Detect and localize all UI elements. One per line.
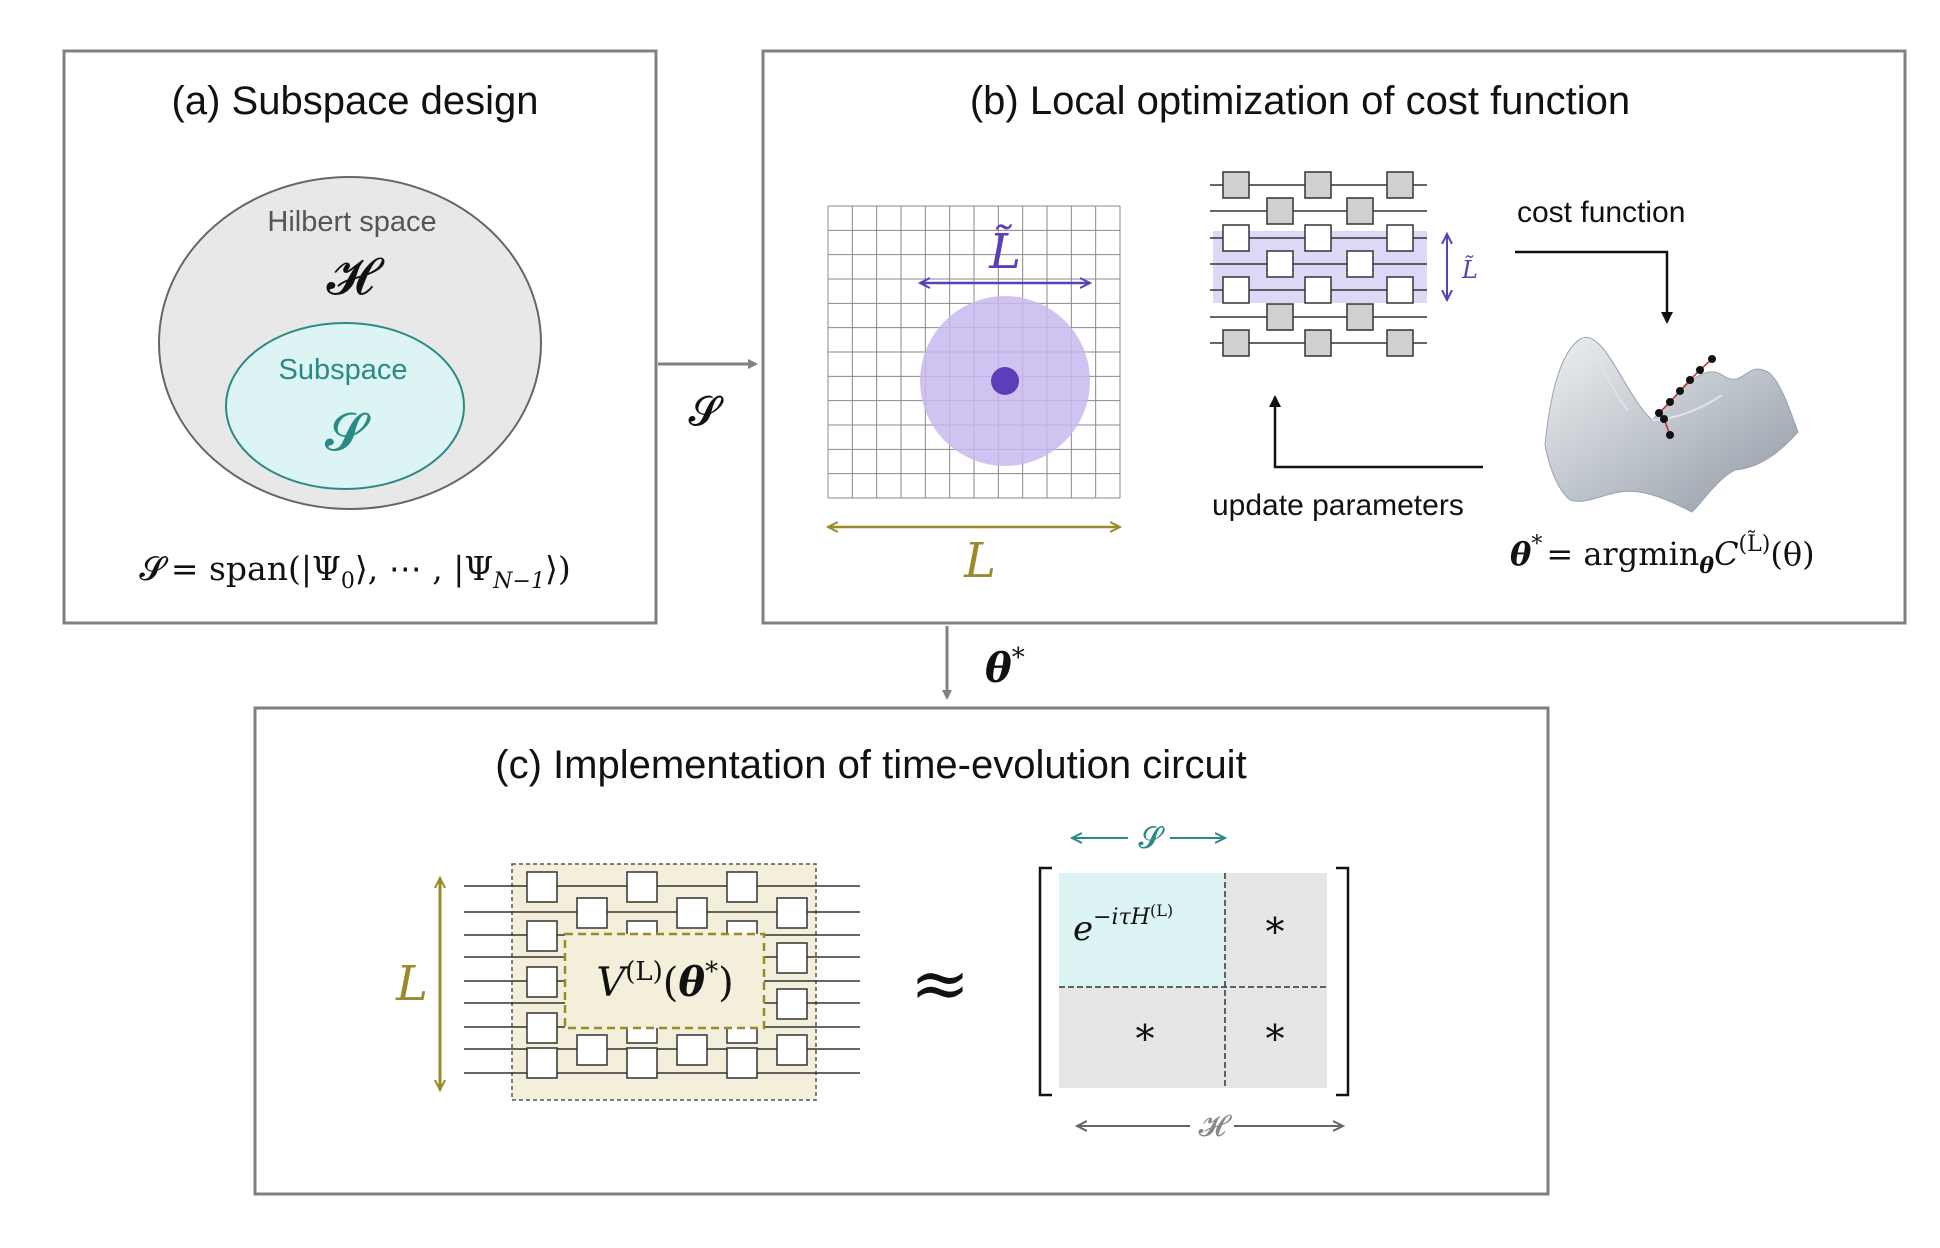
subspace-symbol: 𝓢 (325, 403, 371, 463)
matrix-bracket-left (1038, 866, 1052, 1097)
gate (1304, 276, 1332, 304)
matrix-bracket-right (1336, 866, 1350, 1097)
opt-point (1666, 398, 1674, 406)
update-parameters-label: update parameters (1212, 489, 1464, 522)
gate (526, 966, 558, 998)
gate (1346, 197, 1374, 225)
update-arrow (1269, 395, 1483, 469)
hilbert-space-label: Hilbert space (267, 206, 436, 238)
arrow-a-to-b-label: 𝓢 (689, 389, 725, 435)
gate (776, 1034, 808, 1066)
gate (1386, 276, 1414, 304)
cost-function-arrow (1515, 250, 1673, 324)
panel-a-title: (a) Subspace design (172, 79, 539, 123)
subspace-ellipse (225, 322, 465, 490)
panel-c-title: (c) Implementation of time-evolution cir… (495, 743, 1246, 787)
gate (1386, 171, 1414, 199)
h-label-bg (1190, 1108, 1234, 1142)
approx-symbol: ≈ (910, 941, 970, 1025)
matrix-block-br (1225, 987, 1327, 1088)
gate (1346, 303, 1374, 331)
gate (1386, 224, 1414, 252)
opt-point (1676, 387, 1684, 395)
gate (1304, 171, 1332, 199)
gate (626, 1047, 658, 1079)
opt-point (1655, 409, 1663, 417)
gate (776, 942, 808, 974)
v-label: V(L)(θ*) (596, 957, 733, 1006)
matrix-star-tr: * (1266, 910, 1285, 954)
matrix-exp-label: e−iτH(L) (1073, 901, 1173, 949)
gate (526, 1047, 558, 1079)
s-label: 𝓢 (1138, 821, 1165, 856)
gate (1266, 197, 1294, 225)
gate (1222, 224, 1250, 252)
panel-b-title: (b) Local optimization of cost function (970, 79, 1630, 123)
matrix-star-bl: * (1136, 1017, 1155, 1061)
center-site (991, 367, 1019, 395)
l-label: L (963, 533, 996, 589)
cost-function-label: cost function (1517, 196, 1685, 229)
gate (1304, 329, 1332, 357)
s-label-bg (1128, 822, 1170, 854)
gate (1222, 171, 1250, 199)
gate (776, 897, 808, 929)
gate (676, 897, 708, 929)
opt-point (1696, 366, 1704, 374)
panel-b: (b) Local optimization of cost function … (761, 49, 1907, 625)
panel-c: (c) Implementation of time-evolution cir… (253, 706, 1550, 1196)
gate (526, 871, 558, 903)
subspace-formula: 𝓢= span(|Ψ0⟩, ⋯ , |ΨN−1⟩) (139, 549, 570, 594)
panel-a: (a) Subspace design Hilbert space 𝓗 Subs… (62, 49, 658, 625)
arrow-b-to-c-label: θ* (985, 643, 1025, 692)
gate (1266, 250, 1294, 278)
circuit-l-label: L (395, 956, 428, 1012)
opt-point (1660, 415, 1668, 423)
argmin-formula: θ*= argminθC(L̃)(θ) (1510, 531, 1815, 579)
panel-c-frame (253, 706, 1550, 1196)
gate (1386, 329, 1414, 357)
gate (1222, 276, 1250, 304)
ltilde-label: L̃ (988, 222, 1021, 280)
gate (726, 871, 758, 903)
opt-point (1686, 376, 1694, 384)
small-ltilde-label: L̃ (1461, 256, 1478, 284)
gate (626, 871, 658, 903)
opt-point (1666, 431, 1674, 439)
opt-point (1708, 355, 1716, 363)
surface-highlight (1581, 337, 1723, 421)
gate (726, 1047, 758, 1079)
gate (526, 1012, 558, 1044)
gate (1304, 224, 1332, 252)
gate (576, 1034, 608, 1066)
gate (1222, 329, 1250, 357)
gate (576, 897, 608, 929)
matrix-block-tl (1059, 873, 1225, 987)
optimization-points (1655, 355, 1716, 439)
matrix-block-bl (1059, 987, 1225, 1088)
gate (676, 1034, 708, 1066)
v-block (563, 932, 766, 1030)
matrix-star-br: * (1266, 1017, 1285, 1061)
small-circuit (1210, 171, 1427, 357)
matrix-block-tr (1225, 873, 1327, 987)
gate (526, 920, 558, 952)
gate (1266, 303, 1294, 331)
gate (776, 988, 808, 1020)
subspace-label: Subspace (279, 354, 408, 386)
gate (1346, 250, 1374, 278)
